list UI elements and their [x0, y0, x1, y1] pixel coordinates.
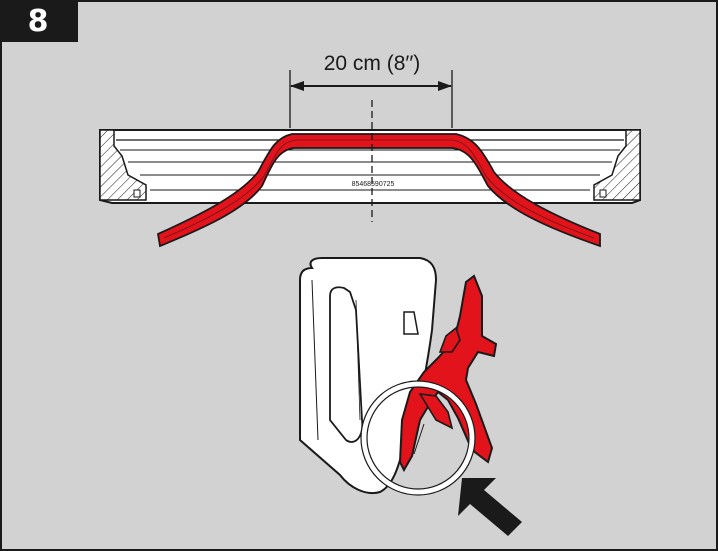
part-number: 85468590725: [352, 181, 395, 188]
arrow-pointer-icon: [458, 478, 522, 536]
adhesive-strip: [156, 133, 601, 248]
step-number: 8: [28, 4, 49, 39]
trim-end-left: [99, 129, 147, 201]
adhesive-strip-shape: [156, 133, 601, 248]
clip-slot: [329, 286, 364, 443]
dimension-annotation: 20 cm (8′′): [289, 52, 453, 128]
step-badge: 8: [0, 0, 78, 42]
arrow-pointer-shape: [458, 478, 522, 536]
detail-circle-icon: [360, 380, 476, 496]
dimension-label: 20 cm (8′′): [324, 52, 421, 75]
trim-end-right: [593, 129, 641, 201]
